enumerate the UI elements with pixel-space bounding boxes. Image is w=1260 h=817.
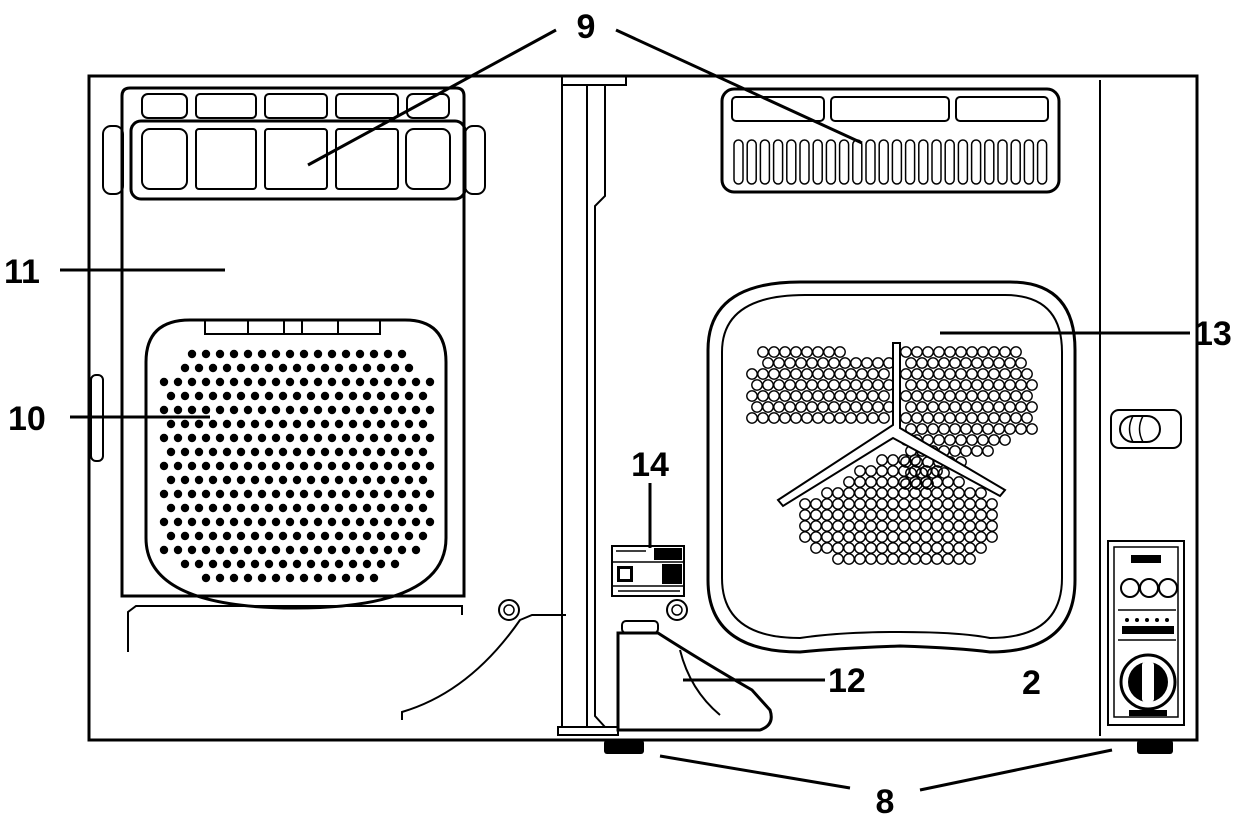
rating-plate: [611, 545, 685, 597]
right-screw: [666, 599, 688, 621]
lower-left-duct: [127, 605, 463, 652]
right-top-vent: [720, 87, 1061, 194]
callout-11: 11: [4, 253, 40, 291]
callout-14: 14: [631, 446, 669, 484]
leader-9-left: [307, 28, 557, 167]
right-foot: [1137, 740, 1173, 754]
leader-9-right: [615, 28, 863, 145]
hose-bracket: [616, 620, 773, 732]
left-foot: [604, 740, 644, 754]
leader-8-right: [919, 748, 1113, 792]
lower-duct-curve: [401, 614, 566, 720]
right-fan-grille: [706, 280, 1077, 654]
leader-8-left: [659, 754, 851, 790]
center-channel: [557, 75, 627, 736]
callout-10: 10: [8, 400, 46, 438]
callout-8: 8: [876, 783, 895, 817]
left-screw: [498, 599, 520, 621]
left-back-panel: [120, 86, 466, 598]
control-knob: [1119, 653, 1177, 711]
callout-9: 9: [577, 8, 596, 46]
left-fan-cover: [144, 318, 448, 610]
callout-12: 12: [828, 662, 866, 700]
left-top-vent-grille: [102, 93, 486, 201]
appliance-housing: [87, 74, 1199, 742]
control-panel: [1107, 540, 1185, 726]
callout-13: 13: [1194, 315, 1232, 353]
slide-switch: [1110, 409, 1182, 449]
callout-2: 2: [1022, 664, 1041, 702]
